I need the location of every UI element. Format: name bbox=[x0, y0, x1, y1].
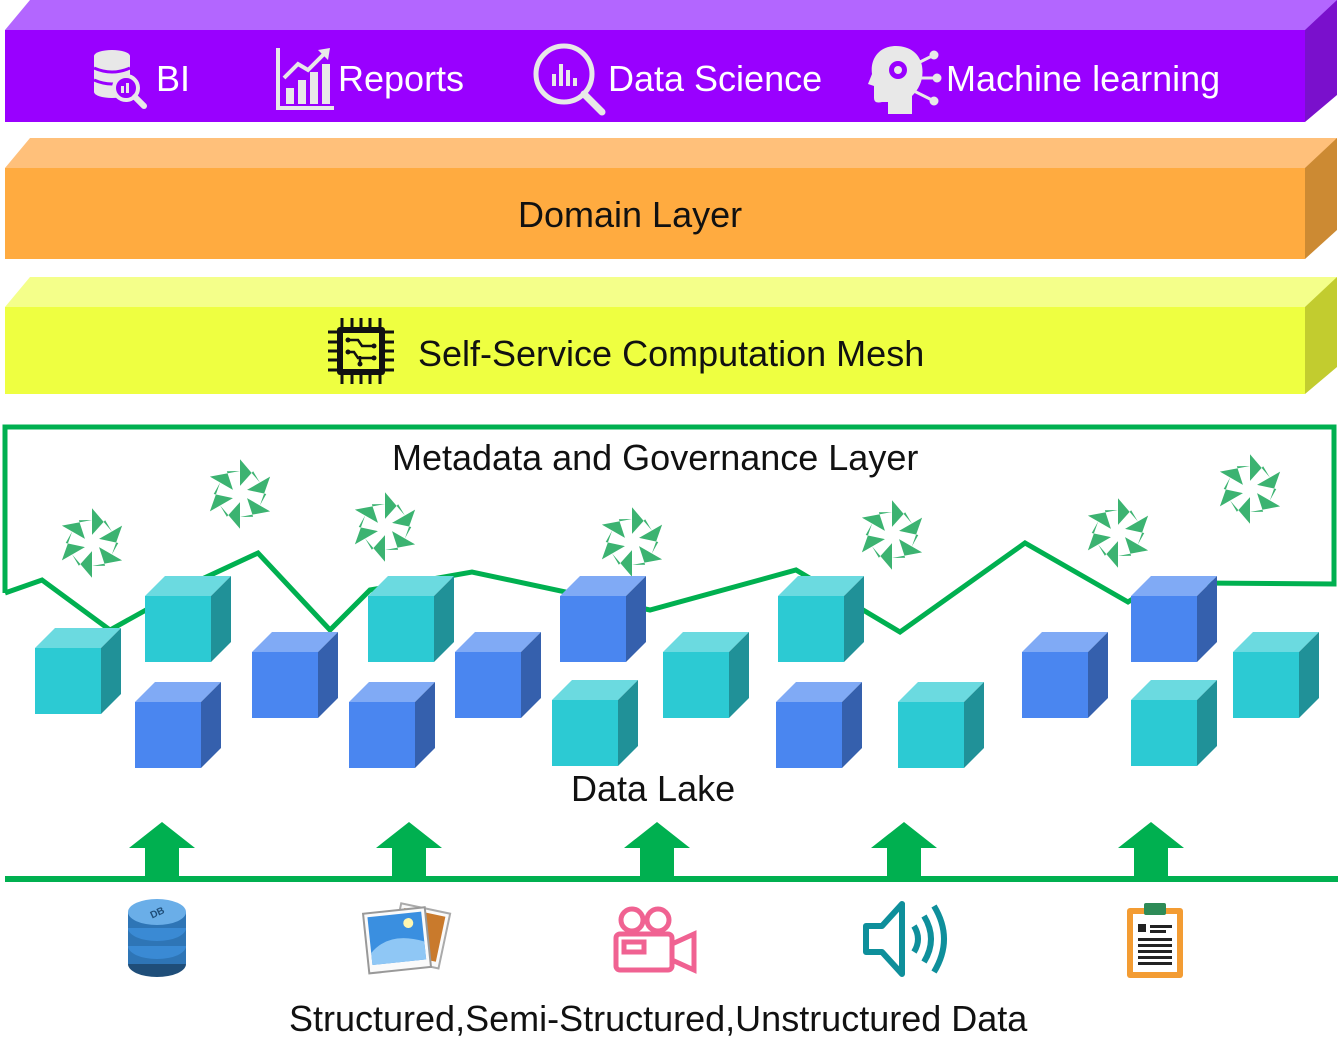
snowflake-hexagon-icon bbox=[601, 507, 663, 577]
data-cube bbox=[252, 632, 338, 718]
data-cube bbox=[552, 680, 638, 766]
data-cube bbox=[135, 682, 221, 768]
ingest-arrow bbox=[376, 822, 442, 879]
data-cube bbox=[1131, 680, 1217, 766]
data-lake-label: Data Lake bbox=[571, 768, 736, 809]
snowflake-hexagon-icon bbox=[354, 492, 416, 562]
reports-icon bbox=[274, 46, 334, 115]
governance-layer-label: Metadata and Governance Layer bbox=[392, 437, 919, 478]
domain-slab bbox=[5, 138, 1337, 259]
snowflake-hexagon-icon bbox=[1219, 454, 1281, 524]
clipboard-document-icon bbox=[1124, 900, 1186, 985]
app-label-machine-learning: Machine learning bbox=[946, 58, 1221, 99]
data-cube bbox=[778, 576, 864, 662]
cpu-chip-icon bbox=[328, 318, 394, 389]
speaker-icon bbox=[862, 898, 952, 985]
applications-slab bbox=[5, 0, 1337, 122]
ingest-arrow bbox=[624, 822, 690, 879]
ingest-arrow bbox=[1118, 822, 1184, 879]
snowflake-hexagon-icon bbox=[61, 508, 123, 578]
snowflake-hexagon-icon bbox=[209, 459, 271, 529]
data-cube bbox=[776, 682, 862, 768]
data-cube bbox=[455, 632, 541, 718]
data-cube bbox=[898, 682, 984, 768]
data-cube bbox=[368, 576, 454, 662]
data-cube bbox=[560, 576, 646, 662]
data-cube bbox=[663, 632, 749, 718]
domain-layer-label: Domain Layer bbox=[518, 194, 743, 235]
snowflake-hexagon-icon bbox=[1087, 498, 1149, 568]
mesh-slab bbox=[5, 277, 1337, 394]
data-cube bbox=[35, 628, 121, 714]
data-cube bbox=[1131, 576, 1217, 662]
data-cube bbox=[349, 682, 435, 768]
machine-learning-icon bbox=[866, 42, 942, 121]
ingest-arrow bbox=[129, 822, 195, 879]
video-camera-icon bbox=[612, 906, 698, 979]
app-label-reports: Reports bbox=[338, 58, 465, 99]
mesh-layer-label: Self-Service Computation Mesh bbox=[418, 333, 925, 374]
sources-label: Structured,Semi-Structured,Unstructured … bbox=[289, 998, 1028, 1039]
database-icon: DB bbox=[126, 898, 188, 985]
data-science-icon bbox=[530, 40, 606, 121]
data-cube bbox=[145, 576, 231, 662]
snowflake-hexagon-icon bbox=[861, 500, 923, 570]
bi-icon bbox=[90, 48, 150, 115]
app-label-data-science: Data Science bbox=[608, 58, 823, 99]
photos-icon bbox=[360, 900, 452, 985]
ingest-arrow bbox=[871, 822, 937, 879]
app-label-bi: BI bbox=[156, 58, 191, 99]
data-cube bbox=[1233, 632, 1319, 718]
data-cube bbox=[1022, 632, 1108, 718]
